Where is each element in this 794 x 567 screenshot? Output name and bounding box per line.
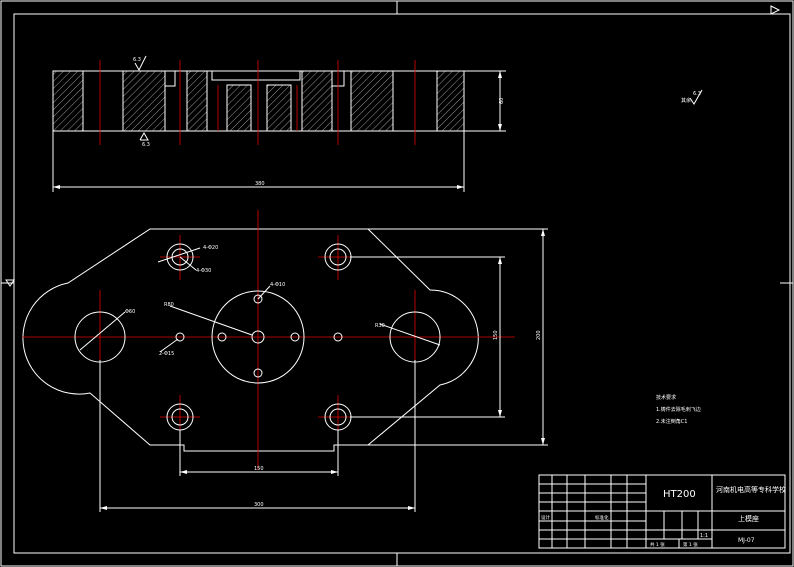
title-drawing-no: MJ-07 xyxy=(738,537,755,544)
plate-outline xyxy=(22,228,479,452)
title-part-name: 上模座 xyxy=(738,514,759,523)
roughness-bottom-label: 6.3 xyxy=(142,142,150,148)
section-width-dim: 380 xyxy=(255,181,265,187)
title-school: 河南机电高等专科学校 xyxy=(716,485,786,494)
tech-req-title: 技术要求 xyxy=(656,394,676,401)
title-scale: 1:1 xyxy=(700,533,708,539)
tech-requirements: 技术要求 1.铸件去除毛刺飞边 2.未注倒角C1 xyxy=(656,394,701,425)
title-material: HT200 xyxy=(663,489,696,500)
dim-bolt-hole-1: 4-Φ20 xyxy=(203,245,218,251)
dim-bottom-inner: 150 xyxy=(254,466,264,472)
section-height-dim: 60 xyxy=(499,98,505,104)
dim-right-hole: R30 xyxy=(375,323,385,329)
plan-view: Φ60 R30 R80 4-Φ20 4-Φ30 2-Φ15 4-Φ10 150 … xyxy=(22,210,548,512)
title-standard-label: 标准化 xyxy=(595,514,609,521)
dim-right-overall: 200 xyxy=(536,330,542,340)
dim-small-hole: 2-Φ15 xyxy=(159,351,174,357)
dim-center-radius: R80 xyxy=(164,302,174,308)
roughness-note-value: 6.3 xyxy=(693,91,701,97)
corner-arrow-left xyxy=(5,279,15,287)
title-sheet-no: 第 1 张 xyxy=(683,541,698,548)
tech-req-line2: 2.未注倒角C1 xyxy=(656,418,687,425)
title-sheet-total: 共 1 张 xyxy=(650,541,665,548)
title-designer-label: 设计 xyxy=(541,514,550,521)
section-view: 6.3 6.3 380 60 xyxy=(52,55,506,192)
dim-bolt-hole-2: 4-Φ30 xyxy=(196,268,211,274)
corner-arrow-top-right xyxy=(770,5,781,15)
dim-center-bolt: 4-Φ10 xyxy=(270,282,285,288)
roughness-note: 其余 6.3 xyxy=(681,89,703,105)
center-boss xyxy=(211,290,305,384)
roughness-note-label: 其余 xyxy=(681,97,691,104)
roughness-top-label: 6.3 xyxy=(133,57,141,63)
tech-req-line1: 1.铸件去除毛刺飞边 xyxy=(656,406,701,413)
dim-left-hole: Φ60 xyxy=(125,309,135,315)
dim-bottom-overall: 300 xyxy=(254,502,264,508)
title-block: HT200 河南机电高等专科学校 上模座 MJ-07 设计 标准化 1:1 共 … xyxy=(538,474,786,549)
dim-right-inner: 150 xyxy=(493,330,499,340)
